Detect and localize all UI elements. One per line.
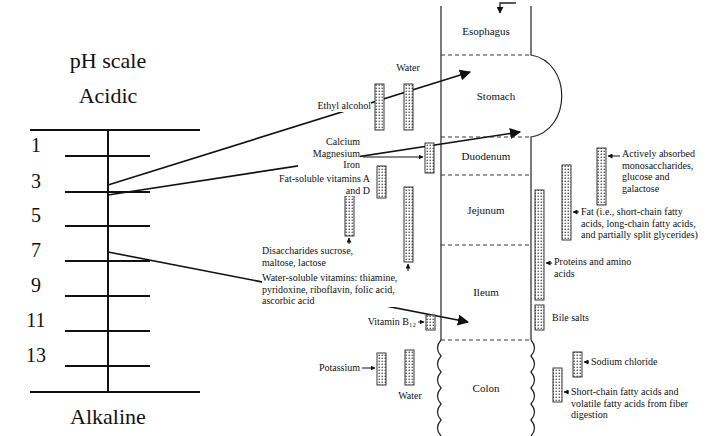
absorption-bar (375, 84, 384, 130)
scale-tick (65, 295, 150, 297)
leader-arrow (584, 362, 589, 363)
absorbed-substance: Ethyl alcohol (283, 100, 371, 112)
segment-label: Duodenum (462, 150, 511, 163)
tract-wall (531, 6, 562, 340)
tract-segment: Duodenum (441, 137, 531, 175)
absorption-bar (573, 352, 582, 377)
absorption-bar (597, 148, 606, 205)
intake-arrow (500, 3, 516, 13)
segment-divider (441, 245, 531, 246)
tract-outline (438, 3, 562, 436)
leader-arrow (362, 368, 375, 369)
scale-title: pH scale (20, 48, 196, 73)
tract-segment: Colon (441, 340, 531, 436)
absorption-bar (405, 350, 414, 385)
ph-value: 9 (18, 274, 54, 297)
absorbed-substance: Fat-soluble vitamins A and D (268, 173, 370, 196)
colon-wall (438, 340, 442, 436)
absorption-bar (535, 190, 544, 300)
colon-wall (531, 340, 535, 436)
segment-label: Colon (473, 382, 500, 395)
ph-value: 1 (18, 134, 54, 157)
segment-dividers (441, 55, 531, 340)
leader-arrow (408, 264, 409, 271)
absorption-bar (535, 305, 544, 330)
absorbed-substance: Potassium (296, 362, 360, 374)
segment-divider (441, 175, 531, 176)
ph-value: 11 (14, 309, 58, 332)
tract-segment: Esophagus (441, 8, 531, 55)
scale-tick (65, 225, 150, 227)
leader-arrow (349, 238, 350, 244)
leader-arrow (564, 392, 569, 393)
scale-tick (65, 330, 150, 332)
scale-end-label: Alkaline (20, 404, 196, 429)
absorbed-substance: Water-soluble vitamins: thiamine, pyrido… (262, 272, 424, 307)
ph-pointer-arrow (108, 132, 520, 195)
absorbed-substance: Vitamin B₁₂ (348, 316, 416, 328)
leader-arrow (546, 263, 552, 264)
absorbed-substance: Disaccharides sucrose, maltose, lactose (262, 245, 372, 268)
leader-arrow (573, 212, 579, 213)
ph-value: 7 (18, 239, 54, 262)
scale-bottom-line (30, 391, 200, 393)
absorbed-substance: Calcium Magnesium Iron (298, 136, 360, 171)
absorbed-substance: Bile salts (552, 312, 622, 324)
ph-value: 5 (18, 204, 54, 227)
segment-divider (441, 55, 531, 56)
absorption-bars (345, 84, 606, 402)
tract-segment: Ileum (441, 245, 531, 340)
absorbed-substance: Actively absorbed monosaccharides, gluco… (622, 148, 708, 194)
absorption-bar (404, 84, 413, 130)
scale-end-label: Acidic (20, 83, 196, 108)
ph-value: 13 (14, 344, 58, 367)
absorbed-substance: Water (390, 390, 430, 402)
absorbed-substance: Water (388, 62, 428, 74)
segment-label: Esophagus (462, 25, 510, 38)
absorbed-substance: Sodium chloride (591, 356, 681, 368)
segment-label: Stomach (477, 90, 516, 103)
absorbed-substance: Short-chain fatty acids and volatile fat… (571, 386, 701, 421)
ph-pointers (108, 72, 520, 322)
absorbed-substance: Proteins and amino acids (554, 256, 634, 279)
tract-wall (440, 6, 441, 340)
tract-segment: Jejunum (441, 175, 531, 245)
absorption-bar (377, 353, 386, 385)
absorption-bar (553, 368, 562, 402)
scale-tick (65, 260, 150, 262)
segment-label: Ileum (473, 286, 499, 299)
scale-top-line (30, 129, 200, 131)
leader-arrow (608, 156, 620, 157)
tract-segment: Stomach (441, 55, 551, 137)
absorption-bar (426, 315, 435, 330)
absorbed-substance: Fat (i.e., short-chain fatty acids, long… (581, 206, 703, 241)
absorption-bar (425, 143, 434, 173)
absorption-bar (404, 187, 413, 262)
leader-arrow (418, 322, 424, 323)
ph-value: 3 (18, 170, 54, 193)
ph-scale (30, 130, 200, 392)
leader-arrow (363, 157, 423, 158)
absorption-bar (377, 166, 386, 198)
segment-divider (441, 340, 531, 341)
segment-divider (441, 137, 531, 138)
scale-tick (65, 365, 150, 367)
absorption-bar (562, 165, 571, 240)
segment-label: Jejunum (467, 204, 504, 217)
scale-tick (65, 155, 150, 157)
